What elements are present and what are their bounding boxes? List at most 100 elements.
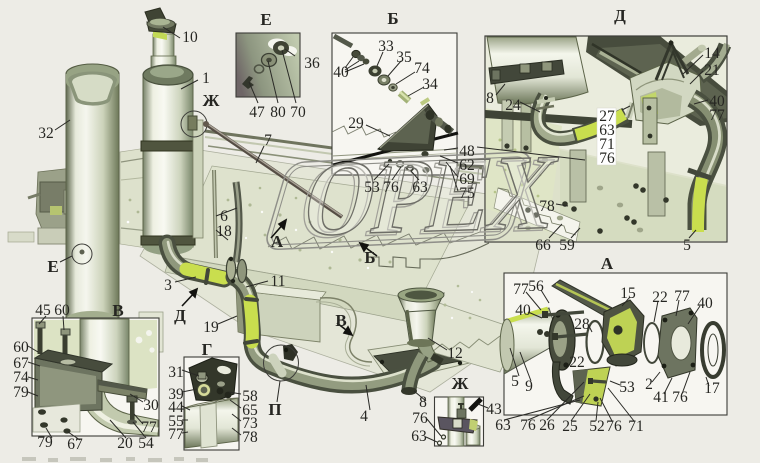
svg-text:22: 22 bbox=[652, 289, 668, 306]
svg-text:79: 79 bbox=[37, 434, 53, 451]
svg-text:Б: Б bbox=[387, 9, 398, 28]
svg-text:76: 76 bbox=[412, 410, 428, 427]
svg-text:28: 28 bbox=[574, 316, 590, 333]
svg-text:65: 65 bbox=[242, 402, 258, 419]
svg-text:43: 43 bbox=[486, 401, 502, 418]
svg-text:17: 17 bbox=[704, 380, 720, 397]
svg-text:ОРЕХ: ОРЕХ bbox=[288, 134, 564, 261]
svg-text:74: 74 bbox=[414, 60, 430, 77]
svg-text:П: П bbox=[268, 400, 281, 419]
svg-text:12: 12 bbox=[447, 345, 463, 362]
svg-text:71: 71 bbox=[599, 136, 615, 153]
svg-text:9: 9 bbox=[525, 378, 533, 395]
svg-text:ОРЕХ: ОРЕХ bbox=[293, 131, 569, 258]
svg-text:34: 34 bbox=[422, 76, 438, 93]
svg-text:56: 56 bbox=[528, 278, 544, 295]
svg-text:48: 48 bbox=[459, 143, 475, 160]
svg-text:76: 76 bbox=[606, 418, 622, 435]
svg-text:29: 29 bbox=[348, 115, 364, 132]
svg-text:77: 77 bbox=[674, 288, 690, 305]
svg-text:3: 3 bbox=[164, 277, 172, 294]
svg-text:В: В bbox=[335, 311, 346, 330]
svg-text:52: 52 bbox=[589, 418, 605, 435]
svg-text:6: 6 bbox=[220, 208, 228, 225]
svg-text:78: 78 bbox=[539, 198, 555, 215]
svg-text:54: 54 bbox=[138, 435, 154, 452]
svg-text:18: 18 bbox=[216, 223, 232, 240]
svg-text:А: А bbox=[271, 232, 284, 251]
svg-text:69: 69 bbox=[459, 171, 475, 188]
svg-text:32: 32 bbox=[38, 125, 54, 142]
svg-text:Г: Г bbox=[202, 340, 213, 359]
svg-text:Е: Е bbox=[260, 10, 271, 29]
svg-text:А: А bbox=[601, 254, 614, 273]
svg-text:58: 58 bbox=[242, 388, 258, 405]
svg-text:4: 4 bbox=[360, 408, 368, 425]
svg-text:45: 45 bbox=[35, 302, 51, 319]
svg-text:67: 67 bbox=[67, 436, 83, 453]
svg-text:76: 76 bbox=[383, 179, 399, 196]
svg-text:30: 30 bbox=[143, 397, 159, 414]
svg-text:26: 26 bbox=[539, 417, 555, 434]
svg-text:40: 40 bbox=[709, 93, 725, 110]
svg-text:67: 67 bbox=[13, 355, 29, 372]
svg-text:80: 80 bbox=[270, 104, 286, 121]
svg-text:15: 15 bbox=[620, 285, 636, 302]
svg-text:27: 27 bbox=[599, 108, 615, 125]
svg-text:31: 31 bbox=[168, 364, 184, 381]
svg-text:33: 33 bbox=[378, 38, 394, 55]
svg-text:60: 60 bbox=[13, 339, 29, 356]
svg-text:77: 77 bbox=[141, 419, 157, 436]
svg-text:20: 20 bbox=[117, 435, 133, 452]
svg-text:7: 7 bbox=[264, 132, 272, 149]
svg-text:76: 76 bbox=[520, 417, 536, 434]
svg-text:Б: Б bbox=[364, 248, 375, 267]
svg-text:36: 36 bbox=[304, 55, 320, 72]
svg-text:71: 71 bbox=[628, 418, 644, 435]
svg-text:53: 53 bbox=[619, 379, 635, 396]
svg-text:14: 14 bbox=[704, 45, 720, 62]
svg-text:40: 40 bbox=[515, 302, 531, 319]
svg-text:39: 39 bbox=[168, 386, 184, 403]
svg-text:74: 74 bbox=[13, 369, 29, 386]
svg-text:41: 41 bbox=[653, 389, 669, 406]
svg-text:Ж: Ж bbox=[203, 91, 220, 110]
svg-text:Е: Е bbox=[47, 257, 58, 276]
svg-text:21: 21 bbox=[704, 62, 720, 79]
svg-text:25: 25 bbox=[562, 418, 578, 435]
svg-text:19: 19 bbox=[203, 319, 219, 336]
svg-text:5: 5 bbox=[683, 237, 691, 254]
svg-text:Д: Д bbox=[174, 306, 186, 325]
svg-text:22: 22 bbox=[569, 354, 585, 371]
svg-text:47: 47 bbox=[249, 104, 265, 121]
svg-text:53: 53 bbox=[364, 179, 380, 196]
svg-text:5: 5 bbox=[511, 373, 519, 390]
svg-text:55: 55 bbox=[168, 413, 184, 430]
svg-text:70: 70 bbox=[290, 104, 306, 121]
svg-text:8: 8 bbox=[486, 90, 494, 107]
svg-text:76: 76 bbox=[672, 389, 688, 406]
svg-text:63: 63 bbox=[412, 179, 428, 196]
svg-text:Д: Д bbox=[614, 6, 626, 25]
svg-text:75: 75 bbox=[459, 185, 475, 202]
svg-text:59: 59 bbox=[559, 237, 575, 254]
svg-text:40: 40 bbox=[697, 295, 713, 312]
svg-text:24: 24 bbox=[505, 97, 521, 114]
svg-text:78: 78 bbox=[242, 429, 258, 446]
svg-text:62: 62 bbox=[459, 157, 475, 174]
svg-text:1: 1 bbox=[202, 70, 210, 87]
svg-text:79: 79 bbox=[13, 384, 29, 401]
svg-text:66: 66 bbox=[535, 237, 551, 254]
svg-text:В: В bbox=[112, 301, 123, 320]
svg-text:76: 76 bbox=[599, 150, 615, 167]
svg-text:77: 77 bbox=[513, 281, 529, 298]
svg-text:10: 10 bbox=[182, 29, 198, 46]
svg-text:40: 40 bbox=[333, 64, 349, 81]
svg-text:63: 63 bbox=[599, 122, 615, 139]
svg-text:11: 11 bbox=[271, 273, 286, 290]
svg-text:2: 2 bbox=[645, 376, 653, 393]
svg-text:8: 8 bbox=[419, 394, 427, 411]
svg-text:77: 77 bbox=[168, 426, 184, 443]
svg-text:63: 63 bbox=[411, 428, 427, 445]
svg-text:Ж: Ж bbox=[452, 374, 469, 393]
